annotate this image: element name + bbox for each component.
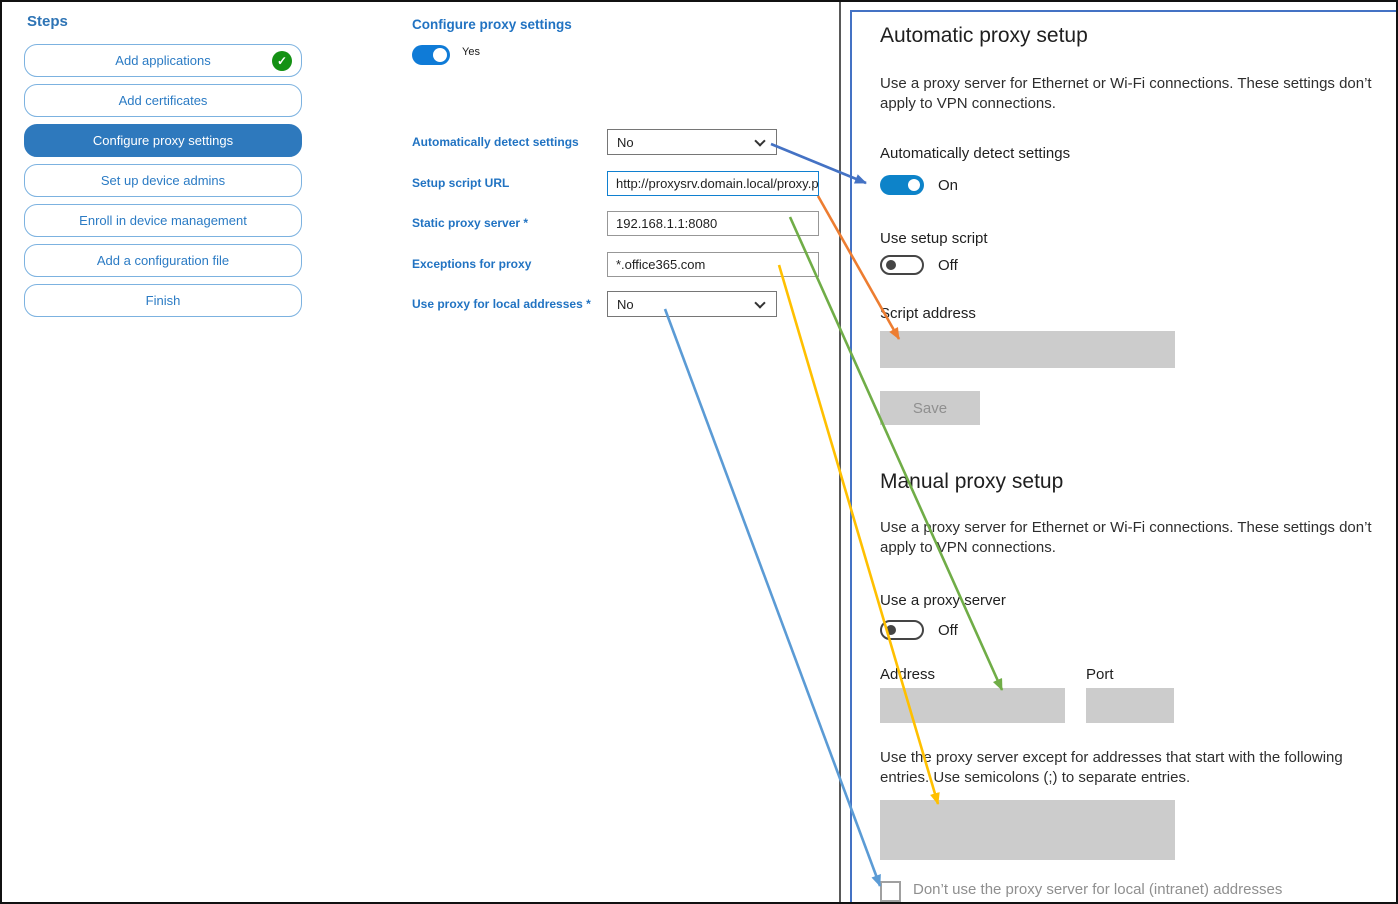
exceptions-hint: Use the proxy server except for addresse… [880,749,1343,786]
step-label: Enroll in device management [79,213,247,228]
field-label: Use proxy for local addresses * [412,297,591,311]
manual-proxy-description: Use a proxy server for Ethernet or Wi-Fi… [880,519,1372,556]
use-proxy-server-toggle[interactable] [880,620,924,640]
configure-proxy-toggle[interactable] [412,45,450,65]
step-add-applications[interactable]: Add applications ✓ [24,44,302,77]
detect-settings-toggle[interactable] [880,175,924,195]
field-label: Setup script URL [412,176,510,190]
local-intranet-checkbox-row: Don’t use the proxy server for local (in… [880,881,1383,902]
step-label: Finish [145,293,181,308]
toggle-knob [908,179,920,191]
address-input[interactable] [880,688,1065,723]
step-set-up-device-admins[interactable]: Set up device admins [24,164,302,197]
detect-settings-label: Automatically detect settings [880,145,1071,162]
field-label: Exceptions for proxy [412,257,532,271]
script-address-label: Script address [880,305,976,322]
use-setup-script-toggle[interactable] [880,255,924,275]
save-button[interactable]: Save [880,391,980,425]
step-label: Add certificates [118,93,208,108]
detect-settings-toggle-row: On [880,175,958,195]
local-addresses-select[interactable]: No [607,291,777,317]
script-address-input[interactable] [880,331,1175,368]
windows-proxy-settings-panel: Automatic proxy setup Use a proxy server… [850,10,1396,902]
port-label: Port [1086,666,1114,683]
proxy-exceptions-input[interactable] [607,251,819,277]
use-setup-script-toggle-row: Off [880,255,958,275]
step-configure-proxy-settings[interactable]: Configure proxy settings [24,124,302,157]
automatic-proxy-description: Use a proxy server for Ethernet or Wi-Fi… [880,75,1372,112]
step-label: Add applications [115,53,211,68]
step-label: Configure proxy settings [92,133,234,148]
address-label: Address [880,666,936,683]
configure-proxy-toggle-row: Yes [412,45,480,65]
field-row-detect-settings: Automatically detect settings No [412,129,777,155]
field-row-setup-script-url: Setup script URL [412,170,819,196]
field-label: Static proxy server * [412,216,529,230]
vertical-divider [839,2,841,902]
select-value: No [617,296,634,312]
field-label: Automatically detect settings [412,135,579,149]
step-add-certificates[interactable]: Add certificates [24,84,302,117]
step-label: Set up device admins [100,173,226,188]
local-intranet-checkbox[interactable] [880,881,901,902]
field-row-local-addresses: Use proxy for local addresses * No [412,291,777,317]
chevron-down-icon [754,135,766,147]
page-title: Configure proxy settings [412,17,572,32]
step-finish[interactable]: Finish [24,284,302,317]
port-input[interactable] [1086,688,1174,723]
exceptions-textarea[interactable] [880,800,1175,860]
step-add-a-configuration-file[interactable]: Add a configuration file [24,244,302,277]
static-proxy-server-input[interactable] [607,210,819,236]
steps-list: Add applications ✓ Add certificates Conf… [24,44,302,317]
use-setup-script-label: Use setup script [880,230,988,247]
local-intranet-checkbox-label: Don’t use the proxy server for local (in… [913,881,1283,898]
toggle-state-label: Off [938,256,958,274]
steps-panel-title: Steps [27,13,68,30]
use-proxy-server-toggle-row: Off [880,620,958,640]
manual-proxy-heading: Manual proxy setup [880,470,1064,493]
toggle-knob [886,260,896,270]
use-proxy-server-label: Use a proxy server [880,592,1006,609]
chevron-down-icon [754,297,766,309]
arrow-local-addresses-mapping [663,308,882,887]
toggle-knob [433,48,447,62]
toggle-knob [886,625,896,635]
select-value: No [617,134,634,150]
field-row-static-proxy: Static proxy server * [412,210,819,236]
setup-script-url-input[interactable] [607,170,819,196]
step-label: Add a configuration file [96,253,230,268]
detect-settings-select[interactable]: No [607,129,777,155]
automatic-proxy-heading: Automatic proxy setup [880,24,1088,47]
configure-proxy-toggle-label: Yes [462,46,480,58]
toggle-state-label: Off [938,621,958,639]
step-enroll-in-device-management[interactable]: Enroll in device management [24,204,302,237]
completed-check-icon: ✓ [272,51,292,71]
field-row-exceptions: Exceptions for proxy [412,251,819,277]
toggle-state-label: On [938,176,959,194]
